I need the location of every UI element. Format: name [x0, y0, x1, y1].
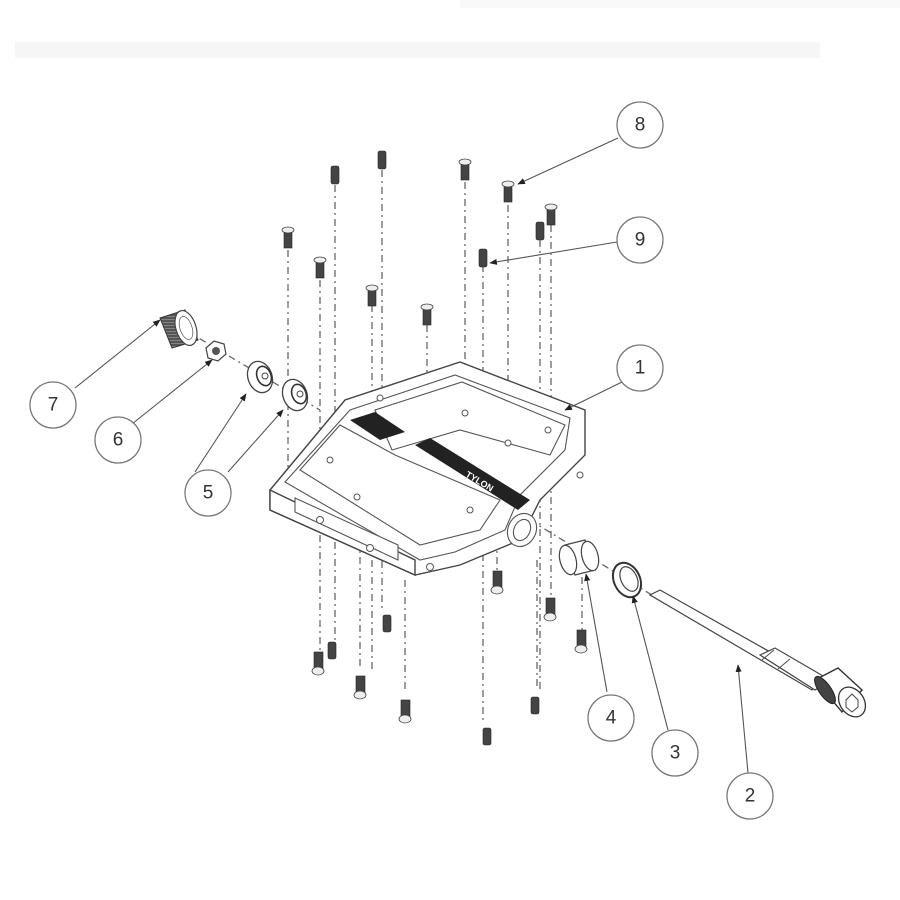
bushing-part [558, 539, 600, 576]
axle-part [648, 589, 867, 718]
top-pins [281, 150, 558, 326]
header-bar-faint [460, 0, 900, 8]
svg-text:5: 5 [203, 483, 214, 504]
callout-4: 4 [587, 694, 635, 742]
brand-stripe [415, 438, 530, 510]
title-bar-faint [15, 42, 820, 58]
svg-text:4: 4 [606, 708, 617, 729]
lock-nut-part [205, 340, 227, 362]
callout-5: 5 [184, 469, 232, 517]
seal-part [611, 561, 643, 599]
svg-text:1: 1 [635, 358, 646, 379]
svg-text:3: 3 [670, 743, 681, 764]
svg-text:7: 7 [48, 395, 59, 416]
bottom-pins [311, 570, 588, 746]
callout-9: 9 [616, 216, 664, 264]
pedal-body: TYLON [269, 361, 586, 577]
callout-7: 7 [29, 381, 77, 429]
callout-8: 8 [616, 101, 664, 149]
svg-text:6: 6 [113, 430, 124, 451]
leader-lines [74, 137, 749, 774]
callout-2: 2 [726, 772, 774, 820]
svg-text:2: 2 [745, 786, 756, 807]
callout-6: 6 [94, 416, 142, 464]
svg-text:9: 9 [635, 230, 646, 251]
end-cap-part [159, 309, 199, 349]
bearing-part-b [281, 378, 309, 412]
callout-3: 3 [651, 729, 699, 777]
svg-text:8: 8 [635, 115, 646, 136]
bearing-part-a [246, 360, 274, 394]
callout-1: 1 [616, 344, 664, 392]
